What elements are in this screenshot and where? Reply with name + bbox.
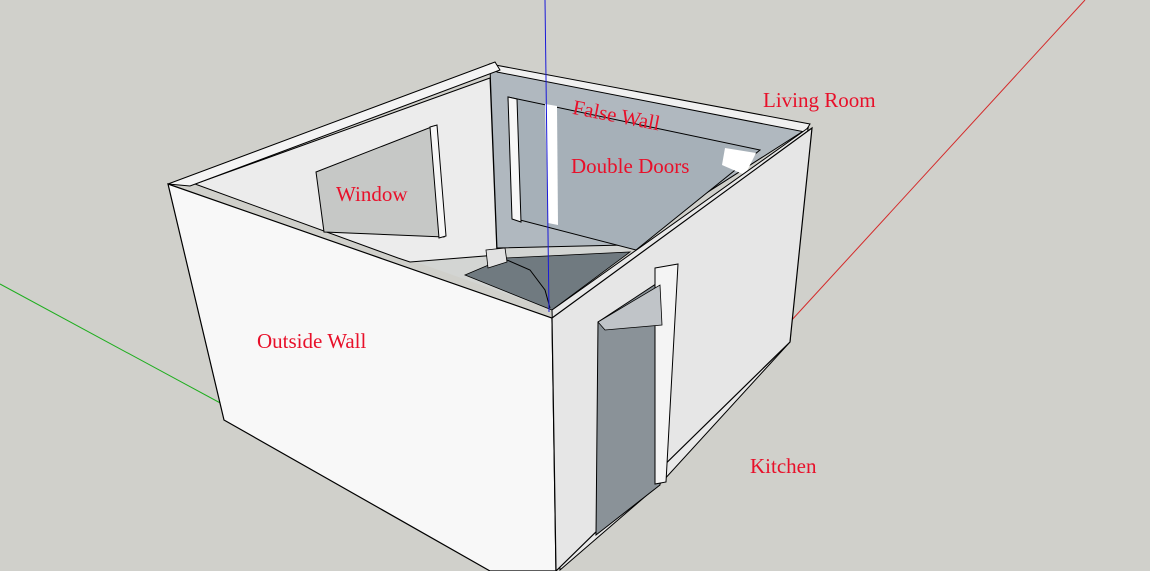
window-label: Window [336, 182, 408, 206]
kitchen-door-opening [595, 277, 666, 537]
kitchen-door-header [597, 284, 663, 331]
red-axis [789, 0, 1086, 323]
blue-axis [544, 0, 550, 313]
wall-top-rim [167, 61, 501, 187]
green-axis [0, 283, 225, 406]
double-doors-light [545, 104, 558, 225]
window-opening-sill [429, 124, 447, 239]
double-doors-light-right [722, 148, 756, 175]
outside-wall-face [167, 183, 557, 571]
double-doors-frame-left [507, 96, 522, 223]
kitchen-label: Kitchen [750, 454, 817, 478]
outside-wall-label: Outside Wall [257, 329, 367, 353]
double-doors-label: Double Doors [571, 154, 690, 178]
living-room-label: Living Room [763, 88, 876, 112]
door-swing-curve [506, 259, 551, 309]
step-block [485, 247, 508, 269]
